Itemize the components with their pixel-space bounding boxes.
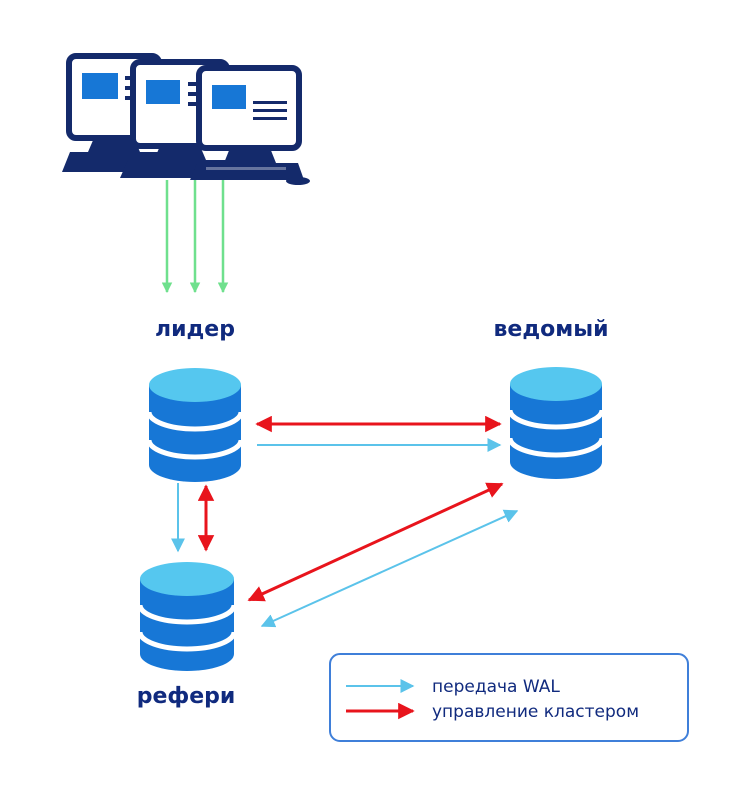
referee-follower-control-arrow [247,482,504,602]
referee-label: рефери [137,684,236,709]
leader-label: лидер [155,317,235,342]
legend-wal-label: передача WAL [432,677,560,697]
follower-label: ведомый [493,317,608,342]
referee-follower-wal-arrow [260,509,519,628]
referee-database-icon [137,562,237,671]
client-request-arrows [161,180,229,294]
legend-control-label: управление кластером [432,702,639,722]
desktop-computer-icon [190,65,310,185]
legend: передача WAL управление кластером [329,653,689,742]
client-computers [62,53,310,185]
leader-database-icon [146,368,244,482]
follower-database-icon [507,367,605,479]
